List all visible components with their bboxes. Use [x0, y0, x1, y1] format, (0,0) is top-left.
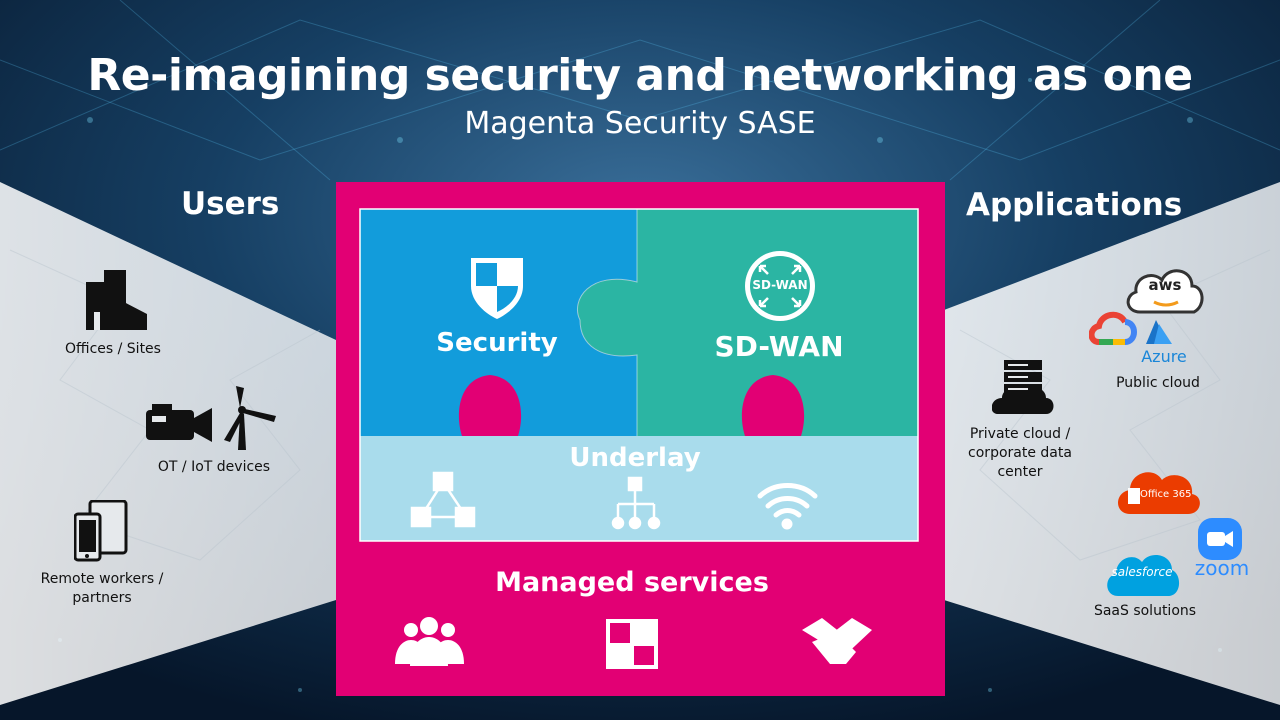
server-cloud-icon — [992, 360, 1054, 414]
puzzle-pieces-icon — [606, 619, 658, 669]
security-label: Security — [436, 328, 558, 358]
wifi-icon — [757, 483, 818, 530]
managed-services-label: Managed services — [495, 567, 769, 598]
zoom-camera-icon — [1198, 518, 1242, 560]
puzzle-diagram — [359, 208, 919, 669]
page-title: Re-imagining security and networking as … — [87, 50, 1193, 101]
hierarchy-icon — [611, 476, 661, 530]
salesforce-text: salesforce — [1111, 565, 1173, 579]
ot-iot-label: OT / IoT devices — [157, 459, 271, 475]
applications-heading: Applications — [966, 187, 1183, 223]
google-cloud-icon — [1089, 311, 1137, 345]
aws-text: aws — [1148, 276, 1182, 294]
underlay-label: Underlay — [569, 443, 701, 473]
team-icon — [395, 617, 464, 666]
sdwan-label: SD-WAN — [714, 330, 844, 363]
aws-logo — [1126, 269, 1204, 314]
sdwan-badge-icon — [745, 251, 815, 321]
network-triangle-icon — [410, 471, 476, 528]
private-cloud-label: Private cloud / corporate data center — [968, 426, 1072, 480]
sdwan-piece — [577, 209, 918, 436]
azure-text: Azure — [1141, 347, 1187, 366]
remote-workers-label: Remote workers / partners — [40, 571, 164, 606]
security-piece — [360, 209, 637, 436]
azure-icon — [1146, 320, 1172, 344]
zoom-text: zoom — [1194, 556, 1250, 580]
sdwan-badge-text: SD-WAN — [752, 278, 808, 292]
office365-text: Office 365 — [1140, 489, 1192, 500]
saas-label: SaaS solutions — [1093, 603, 1197, 619]
public-cloud-label: Public cloud — [1116, 375, 1200, 391]
handshake-icon — [802, 618, 872, 664]
shield-icon — [471, 258, 523, 319]
office365-cloud — [1118, 472, 1200, 514]
wind-turbine-icon — [224, 386, 276, 450]
sase-frame: Security SD-WAN SD-WAN Underlay Managed … — [336, 182, 945, 696]
camera-icon — [146, 404, 212, 442]
mobile-devices-icon — [74, 500, 128, 562]
buildings-icon — [86, 270, 147, 330]
page-subtitle: Magenta Security SASE — [464, 106, 816, 141]
offices-sites-label: Offices / Sites — [65, 341, 161, 357]
users-heading: Users — [181, 186, 280, 222]
salesforce-cloud — [1107, 555, 1180, 596]
